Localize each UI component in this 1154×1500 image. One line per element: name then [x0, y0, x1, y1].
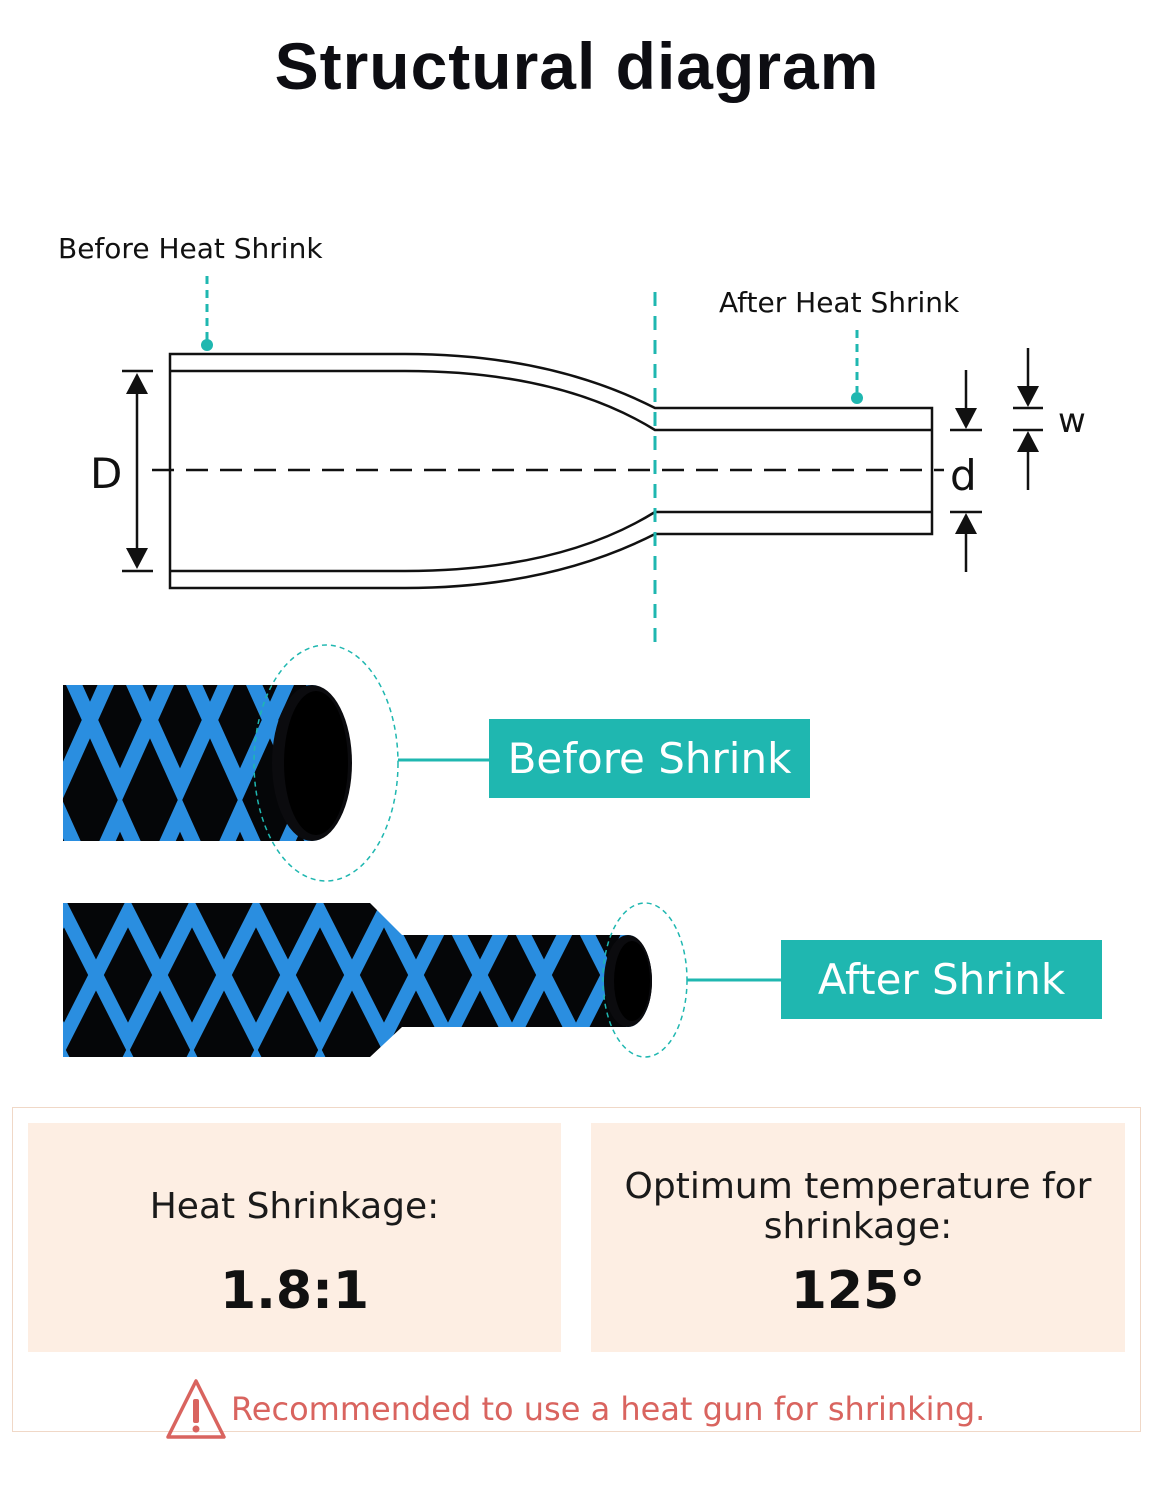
warning-triangle-icon	[166, 1379, 226, 1439]
after-leader-dot	[851, 392, 863, 404]
warning-text: Recommended to use a heat gun for shrink…	[231, 1390, 986, 1428]
structural-diagram: Before Heat Shrink After Heat Shrink D d	[58, 232, 1086, 1058]
after-shrink-sleeve	[63, 902, 781, 1058]
temperature-label: Optimum temperature for shrinkage:	[591, 1167, 1125, 1247]
before-leader-dot	[201, 339, 213, 351]
spec-frame	[12, 1107, 1141, 1432]
temperature-card: Optimum temperature for shrinkage: 125°	[591, 1123, 1125, 1352]
temperature-label-line1: Optimum temperature for	[624, 1166, 1092, 1207]
tube-outline	[168, 352, 934, 590]
before-shrink-sleeve	[63, 644, 489, 882]
tube-outer-wall	[168, 352, 934, 590]
dim-w-label: w	[1058, 401, 1086, 441]
dim-d-label: d	[950, 451, 977, 500]
page-title: Structural diagram	[274, 29, 880, 103]
dimension-d: d	[950, 370, 982, 572]
temperature-value: 125°	[790, 1261, 926, 1321]
tube-inner-wall-bottom	[170, 510, 932, 573]
dimension-w: w	[1013, 348, 1086, 490]
heat-shrinkage-card: Heat Shrinkage: 1.8:1	[28, 1123, 561, 1352]
before-callout-circle	[253, 644, 399, 882]
warning-note: Recommended to use a heat gun for shrink…	[165, 1376, 985, 1442]
heat-shrinkage-label: Heat Shrinkage:	[149, 1186, 440, 1227]
before-heat-shrink-label: Before Heat Shrink	[58, 232, 323, 265]
dim-D-label: D	[90, 449, 122, 498]
heat-shrinkage-value: 1.8:1	[219, 1261, 370, 1321]
temperature-label-line2: shrinkage:	[763, 1206, 953, 1247]
after-shrink-tag: After Shrink	[781, 940, 1102, 1019]
dimension-D: D	[90, 369, 153, 573]
before-shrink-tag: Before Shrink	[489, 719, 810, 798]
tube-inner-wall-top	[170, 369, 932, 432]
after-heat-shrink-label: After Heat Shrink	[719, 286, 960, 319]
